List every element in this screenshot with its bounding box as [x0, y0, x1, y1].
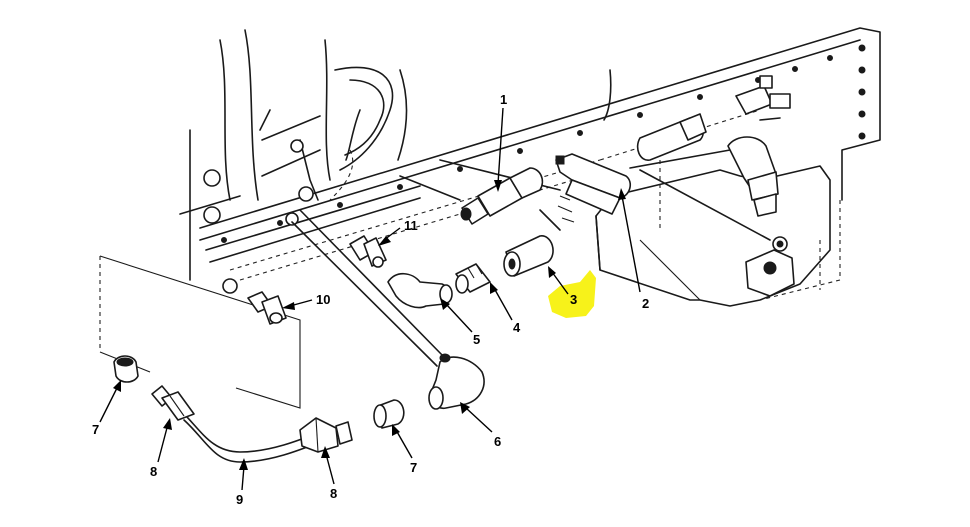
fuel-lines [177, 117, 781, 463]
part-8-nut-right [299, 417, 353, 453]
callout-2: 2 [642, 296, 649, 311]
part-10-fitting [247, 291, 287, 325]
callout-11: 11 [404, 218, 418, 233]
callout-3: 3 [570, 292, 577, 307]
callout-6: 6 [494, 434, 501, 449]
part-7-sleeve-left [113, 355, 139, 383]
callout-7-right: 7 [410, 460, 417, 475]
callout-4: 4 [513, 320, 521, 335]
upper-right-fittings [636, 75, 795, 297]
part-1-fitting [460, 167, 544, 225]
engine-block-outline [179, 27, 881, 307]
callout-8-left: 8 [150, 464, 157, 479]
part-3-sleeve [503, 235, 554, 277]
part-7-sleeve-right [373, 399, 405, 429]
callout-5: 5 [473, 332, 480, 347]
part-4-union [455, 263, 491, 294]
leader-lines [99, 107, 641, 491]
part-5-elbow [387, 272, 453, 309]
part-8-nut-left [151, 385, 195, 421]
callout-8-right: 8 [330, 486, 337, 501]
part-2-bracket [555, 153, 632, 223]
side-panel [99, 255, 301, 409]
highlight-marker [548, 270, 596, 318]
callout-9: 9 [236, 492, 243, 507]
callout-7-left: 7 [92, 422, 99, 437]
callout-1: 1 [500, 92, 507, 107]
part-11-fitting [349, 235, 387, 268]
part-6-elbow [428, 353, 485, 410]
callout-10: 10 [316, 292, 330, 307]
